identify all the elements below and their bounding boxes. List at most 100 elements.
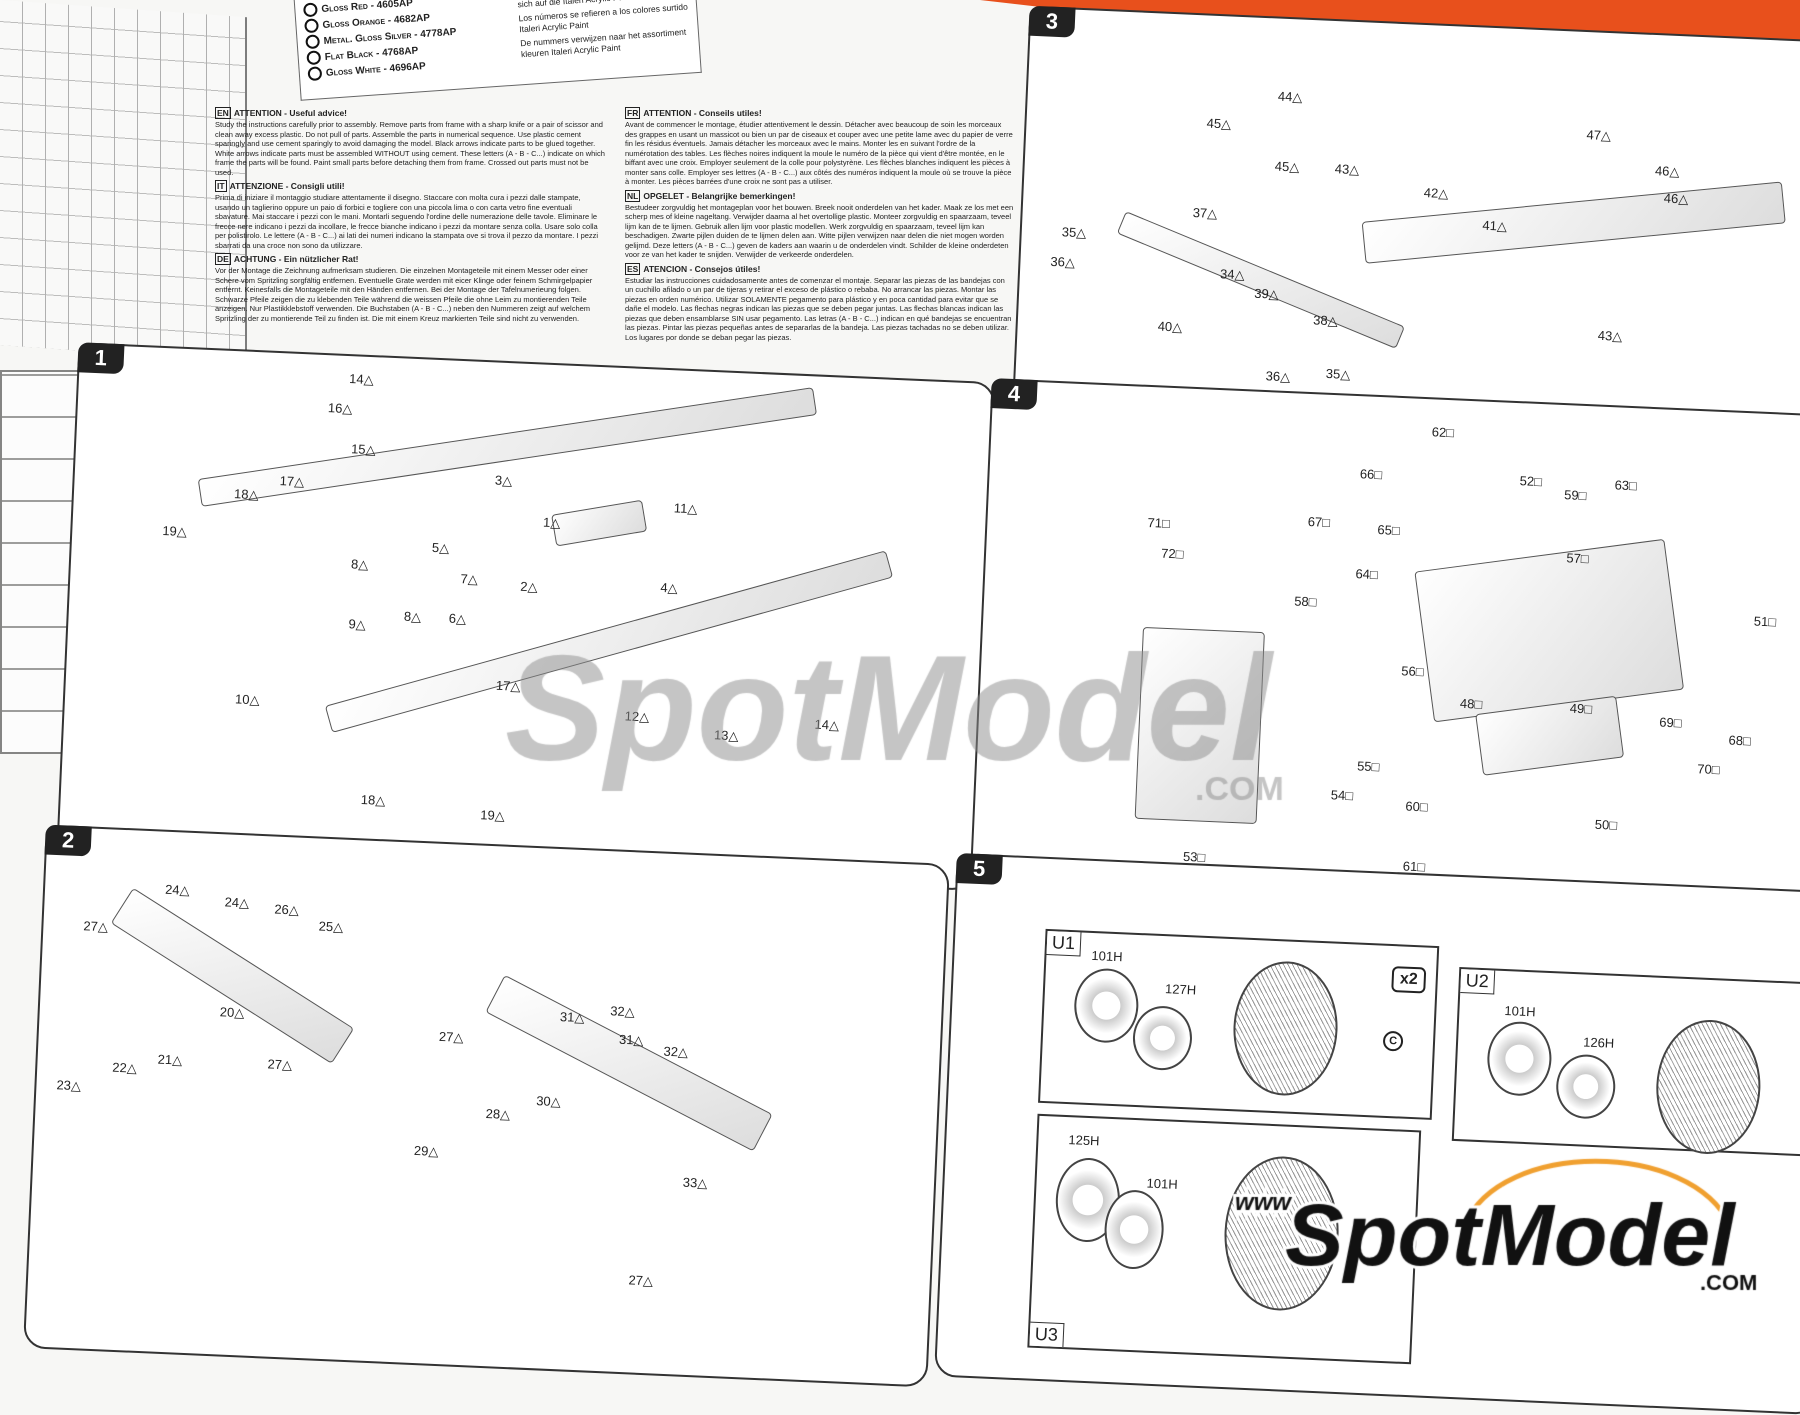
part-label: 4△ <box>660 579 678 596</box>
paint-callout: C <box>1382 1030 1404 1052</box>
part-label: 66□ <box>1359 466 1383 483</box>
part-label: 19△ <box>162 523 188 540</box>
tire-icon <box>1230 959 1341 1098</box>
subassembly-u2: U2 101H 126H <box>1451 966 1800 1158</box>
part-label: 69□ <box>1659 714 1682 731</box>
part-label: 20△ <box>219 1004 245 1021</box>
radiator-part <box>1134 626 1265 825</box>
part-label: 48□ <box>1459 695 1483 712</box>
part-label: 6△ <box>448 610 467 627</box>
part-label: 18△ <box>233 486 259 503</box>
part-label: 27△ <box>438 1028 464 1045</box>
part-label: 42△ <box>1423 185 1449 202</box>
part-label: 50□ <box>1594 816 1618 833</box>
part-label: 18△ <box>360 791 386 809</box>
part-label: 38△ <box>1312 312 1338 329</box>
part-label: 2△ <box>519 578 538 595</box>
paint-notes: Die angegebenen farbnummern beziehen sic… <box>516 0 691 63</box>
part-label: 127H <box>1164 981 1197 998</box>
part-label: 10△ <box>234 691 260 708</box>
heading-text: ATTENTION - Conseils utiles! <box>643 108 762 118</box>
part-label: 46△ <box>1654 163 1680 180</box>
part-label: 11△ <box>673 500 698 517</box>
part-label: 65□ <box>1377 522 1401 538</box>
hub-icon <box>1131 1004 1194 1072</box>
paint-code-icon <box>302 2 318 18</box>
part-label: 25△ <box>318 918 344 935</box>
part-label: 28△ <box>485 1105 511 1123</box>
crossmember-part <box>551 499 648 547</box>
engine-block-part <box>1414 538 1685 723</box>
part-label: 35△ <box>1325 365 1351 382</box>
language-tag: IT <box>215 180 227 192</box>
part-label: 27△ <box>83 918 109 935</box>
step-number: 5 <box>955 852 1003 885</box>
part-label: 49□ <box>1569 700 1593 717</box>
part-label: 14△ <box>348 371 374 388</box>
step-4-panel: 4 62□66□52□59□63□67□71□65□72□64□57□58□51… <box>969 378 1800 933</box>
part-label: 5△ <box>431 539 450 556</box>
instruction-body: Study the instructions carefully prior t… <box>215 120 605 177</box>
part-label: 40△ <box>1157 318 1183 335</box>
language-tag: ES <box>625 262 641 275</box>
heading-text: ATTENZIONE - Consigli utili! <box>229 181 345 191</box>
part-label: 17△ <box>495 677 521 694</box>
part-label: 30△ <box>535 1093 562 1110</box>
paint-code-icon <box>306 50 322 66</box>
paint-code-icon <box>305 34 321 50</box>
part-label: 54□ <box>1330 787 1354 804</box>
language-tag: DE <box>215 253 231 265</box>
instruction-body: Avant de commencer le montage, étudier a… <box>625 120 1013 186</box>
part-label: 72□ <box>1160 545 1184 562</box>
part-label: 64□ <box>1355 566 1379 583</box>
subassembly-u1: U1 101H 127H x2 C <box>1038 928 1440 1120</box>
rim-icon <box>1485 1020 1553 1098</box>
step-number: 1 <box>77 342 125 375</box>
rim-icon <box>1072 967 1140 1044</box>
part-label: 8△ <box>403 608 422 625</box>
part-label: 23△ <box>56 1077 82 1094</box>
step-number: 3 <box>1028 5 1076 38</box>
part-label: 39△ <box>1253 285 1280 302</box>
part-label: 43△ <box>1334 161 1360 178</box>
part-label: 62□ <box>1431 424 1455 441</box>
parts-sprue-diagram <box>0 0 247 363</box>
part-label: 60□ <box>1405 798 1429 815</box>
part-label: 101H <box>1504 1003 1536 1020</box>
rear-axle-part <box>485 974 773 1152</box>
part-label: 44△ <box>1277 88 1303 105</box>
language-tag: NL <box>625 189 641 202</box>
part-label: 126H <box>1582 1034 1615 1051</box>
part-label: 29△ <box>413 1142 439 1159</box>
part-label: 32△ <box>663 1043 689 1060</box>
part-label: 63□ <box>1614 477 1638 494</box>
part-label: 1△ <box>542 514 561 531</box>
part-label: 71□ <box>1147 515 1171 531</box>
part-label: 59□ <box>1563 487 1587 504</box>
part-label: 24△ <box>164 881 190 898</box>
subassembly-tag: U2 <box>1460 969 1496 995</box>
part-label: 27△ <box>628 1272 654 1289</box>
subassembly-tag: U3 <box>1029 1321 1065 1348</box>
heading-text: ATTENTION - Useful advice! <box>233 108 348 118</box>
tire-icon <box>1653 1017 1764 1157</box>
step-1-panel: 1 14△16△15△3△18△17△19△1△11△5△8△7△2△9△6△8… <box>56 342 996 891</box>
part-label: 37△ <box>1192 204 1218 222</box>
instruction-body: Prima di iniziare il montaggio studiare … <box>215 193 599 250</box>
part-label: 15△ <box>350 441 376 458</box>
part-label: 7△ <box>460 571 479 587</box>
part-label: 67□ <box>1307 513 1331 530</box>
heading-text: ACHTUNG - Ein nützlicher Rat! <box>233 254 359 264</box>
subassembly-tag: U1 <box>1046 930 1082 957</box>
